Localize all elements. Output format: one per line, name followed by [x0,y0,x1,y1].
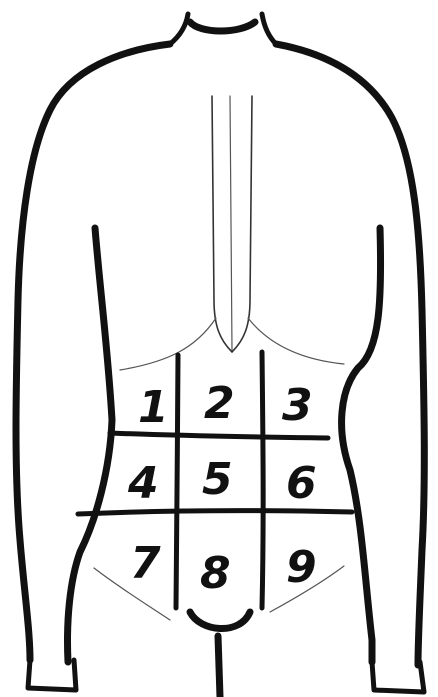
collar-notch [190,22,255,31]
sternum-center-line [230,96,232,350]
neck-left-outline [170,14,188,44]
region-8-label: 8 [200,548,231,599]
groin-curve [190,612,250,629]
left-costal-margin [120,318,216,370]
region-4-label: 4 [127,458,159,509]
region-7-label: 7 [130,538,161,589]
left-vertical-line [176,355,178,608]
right-vertical-line [262,352,263,608]
region-2-label: 2 [204,378,235,429]
right-inner-arm-outline [342,228,381,662]
neck-right-outline [262,14,276,44]
region-3-label: 3 [282,380,313,431]
region-6-label: 6 [286,458,317,509]
region-5-label: 5 [202,454,233,505]
upper-horizontal-line [110,433,328,438]
left-inner-arm-outline [68,228,113,662]
groin-center-line [218,636,220,697]
region-9-label: 9 [286,542,317,593]
lower-horizontal-line [78,511,352,514]
region-1-label: 1 [138,382,169,433]
